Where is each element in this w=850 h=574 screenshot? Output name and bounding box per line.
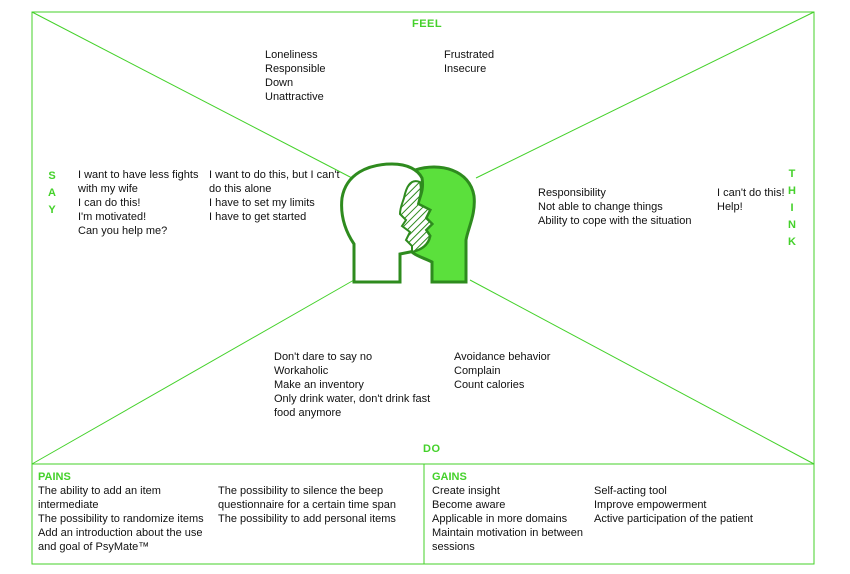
pains-column-2: The possibility to silence the beep ques… <box>218 484 396 526</box>
feel-item: Down <box>265 77 294 89</box>
say-letter: S <box>48 170 56 182</box>
pains-item: and goal of PsyMate™ <box>38 541 150 553</box>
feel-item: Responsible <box>265 63 326 75</box>
say-column-2: I want to do this, but I can't do this a… <box>209 168 340 224</box>
do-column-1: Don't dare to say no Workaholic Make an … <box>274 350 430 420</box>
pains-title: PAINS <box>38 471 71 483</box>
pains-item: The possibility to add personal items <box>218 513 396 525</box>
think-column-2: I can't do this! Help! <box>717 186 785 214</box>
feel-item: Loneliness <box>265 49 318 61</box>
think-letter: H <box>788 185 796 197</box>
outer-frame <box>31 11 815 565</box>
pains-item: The possibility to randomize items <box>38 513 204 525</box>
do-label: DO <box>423 443 441 455</box>
think-column-1: Responsibility Not able to change things… <box>538 186 691 228</box>
think-label: T H I N K <box>786 166 798 251</box>
say-item: I have to set my limits <box>209 197 315 209</box>
say-item: Can you help me? <box>78 225 168 237</box>
say-label: S A Y <box>46 168 58 219</box>
gains-item: Active participation of the patient <box>594 513 753 525</box>
feel-item: Insecure <box>444 63 487 75</box>
say-item: I have to get started <box>209 211 307 223</box>
say-item: I'm motivated! <box>78 211 147 223</box>
gains-title: GAINS <box>432 471 467 483</box>
think-item: I can't do this! <box>717 187 785 199</box>
feel-item: Frustrated <box>444 49 495 61</box>
say-letter: A <box>48 187 56 199</box>
say-item: I want to do this, but I can't <box>209 169 340 181</box>
do-item: Only drink water, don't drink fast <box>274 393 431 405</box>
feel-item: Unattractive <box>265 91 324 103</box>
do-column-2: Avoidance behavior Complain Count calori… <box>454 350 550 392</box>
do-item: Don't dare to say no <box>274 351 373 363</box>
say-letter: Y <box>48 204 56 216</box>
think-item: Help! <box>717 201 743 213</box>
pains-item: The possibility to silence the beep <box>218 485 384 497</box>
say-item: I can do this! <box>78 197 141 209</box>
pains-item: questionnaire for a certain time span <box>218 499 396 511</box>
do-item: food anymore <box>274 407 342 419</box>
think-letter: N <box>788 219 796 231</box>
think-item: Responsibility <box>538 187 606 199</box>
diagonal-bottom-left <box>31 279 355 465</box>
do-item: Make an inventory <box>274 379 364 391</box>
gains-item: Improve empowerment <box>594 499 707 511</box>
do-item: Workaholic <box>274 365 329 377</box>
do-item: Count calories <box>454 379 525 391</box>
gains-item: sessions <box>432 541 475 553</box>
think-item: Ability to cope with the situation <box>538 215 692 227</box>
do-item: Complain <box>454 365 501 377</box>
gains-column-2: Self-acting tool Improve empowerment Act… <box>594 484 753 526</box>
gains-item: Maintain motivation in between <box>432 527 584 539</box>
pains-column-1: The ability to add an item intermediate … <box>38 484 204 554</box>
gains-item: Applicable in more domains <box>432 513 568 525</box>
pains-item: intermediate <box>38 499 99 511</box>
think-letter: K <box>788 236 796 248</box>
diagonal-top-left <box>31 11 353 179</box>
gains-item: Self-acting tool <box>594 485 667 497</box>
say-item: do this alone <box>209 183 272 195</box>
think-item: Not able to change things <box>538 201 663 213</box>
diagonal-top-right <box>475 11 815 179</box>
feel-column-2: Frustrated Insecure <box>444 48 494 76</box>
feel-label: FEEL <box>412 18 443 30</box>
gains-column-1: Create insight Become aware Applicable i… <box>432 484 583 554</box>
feel-column-1: Loneliness Responsible Down Unattractive <box>265 48 326 104</box>
diagonal-bottom-right <box>469 279 815 465</box>
say-item: with my wife <box>78 183 138 195</box>
pains-item: The ability to add an item <box>38 485 161 497</box>
gains-item: Become aware <box>432 499 506 511</box>
say-column-1: I want to have less fights with my wife … <box>78 168 198 238</box>
think-letter: T <box>788 168 796 180</box>
overlap-hatch <box>398 180 434 254</box>
pains-item: Add an introduction about the use <box>38 527 203 539</box>
gains-item: Create insight <box>432 485 500 497</box>
do-item: Avoidance behavior <box>454 351 551 363</box>
say-item: I want to have less fights <box>78 169 199 181</box>
think-letter: I <box>790 202 794 214</box>
